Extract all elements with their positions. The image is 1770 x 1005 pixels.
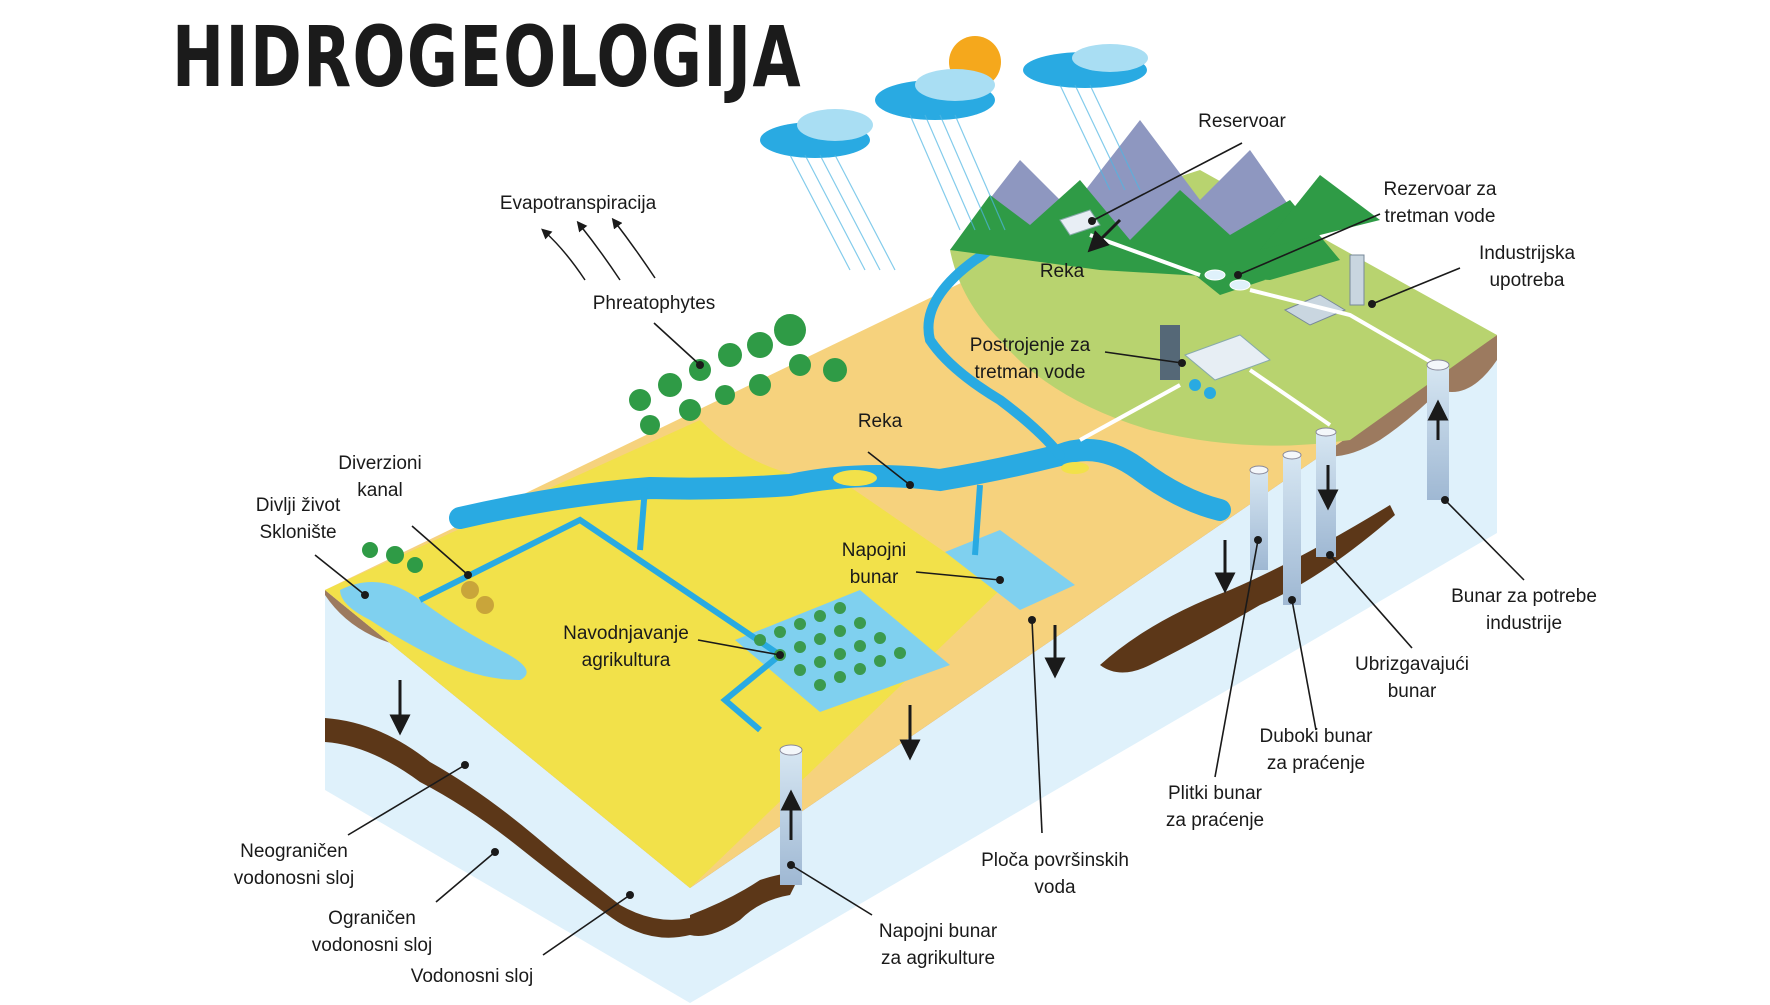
- label-evapotranspiration: Evapotranspiracija: [499, 193, 657, 214]
- block-top-surface: [325, 170, 1497, 888]
- evapotranspiration-arrows: [541, 217, 656, 281]
- label-aquifer: Vodonosni sloj: [410, 966, 534, 987]
- label-river-upper: Reka: [1039, 261, 1085, 282]
- river: [449, 439, 1231, 529]
- mountains: [950, 120, 1380, 280]
- weather: [760, 36, 1148, 271]
- crops: [754, 602, 906, 691]
- flow-arrows: [389, 218, 1449, 840]
- label-river-lower: Reka: [857, 411, 903, 432]
- trees: [362, 314, 847, 614]
- river-upper: [923, 215, 1065, 460]
- leader-lines: [314, 142, 1525, 956]
- leader-dots: [361, 217, 1449, 899]
- facilities: [1059, 209, 1447, 442]
- label-phreatophytes: Phreatophytes: [592, 293, 716, 314]
- diversion-canals: [418, 484, 983, 733]
- diagram-title: HIDROGEOLOGIJA: [172, 8, 803, 106]
- label-reservoir: Reservoar: [1198, 111, 1286, 132]
